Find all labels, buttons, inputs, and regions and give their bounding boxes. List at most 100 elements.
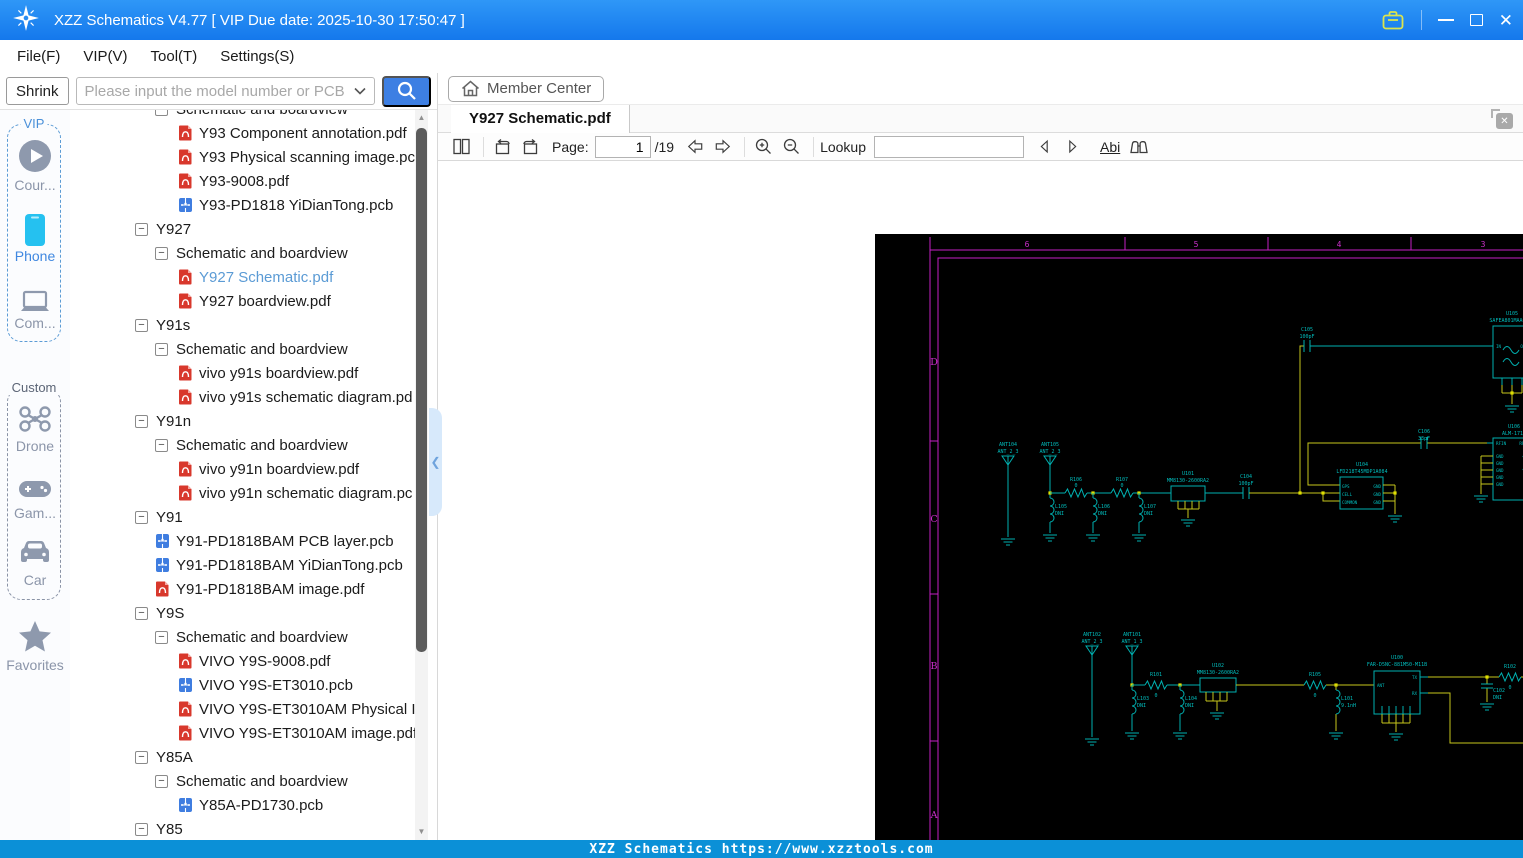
two-page-view-button[interactable] [449,136,474,158]
tree-group[interactable]: −Y91n [70,409,420,433]
collapse-icon[interactable]: − [155,110,168,116]
svg-text:GND: GND [1496,475,1504,480]
collapse-icon[interactable]: − [135,222,148,236]
collapse-icon[interactable]: − [155,774,168,788]
tree-scrollbar[interactable]: ▲ ▼ [415,110,428,840]
tree-group[interactable]: −Y927 [70,217,420,241]
close-button[interactable]: ✕ [1498,10,1513,30]
tree-group[interactable]: −Y85A [70,745,420,769]
collapse-icon[interactable]: − [135,510,148,524]
collapse-icon[interactable]: − [135,414,148,428]
tree-group[interactable]: −Schematic and boardview [70,337,420,361]
favorites-star-icon[interactable] [0,620,70,659]
menu-file[interactable]: File(F) [17,48,61,65]
tree-collapse-handle[interactable]: ❮ [429,408,442,516]
vip-briefcase-icon[interactable] [1381,9,1405,31]
close-tab-button[interactable]: ✕ [1491,109,1513,129]
tree-file-pdf[interactable]: VIVO Y9S-ET3010AM image.pdf [70,721,420,745]
search-button[interactable] [382,75,431,107]
tree-file-pcb[interactable]: Y91-PD1818BAM YiDianTong.pcb [70,553,420,577]
tree-file-pdf[interactable]: Y927 boardview.pdf [70,289,420,313]
lookup-input[interactable] [874,135,1024,158]
computer-icon[interactable] [0,290,70,319]
tree-group[interactable]: −Y91 [70,505,420,529]
member-center-button[interactable]: Member Center [448,75,605,102]
sidebar-item-computer[interactable]: Com... [14,315,56,331]
menu-settings[interactable]: Settings(S) [220,48,295,65]
courses-icon[interactable] [0,138,70,179]
collapse-icon[interactable]: − [135,822,148,836]
sidebar-item-car[interactable]: Car [23,572,47,588]
page-number-input[interactable] [594,135,651,158]
tree-file-pcb[interactable]: Y91-PD1818BAM PCB layer.pcb [70,529,420,553]
rotate-left-button[interactable] [490,136,515,158]
tree-file-pdf[interactable]: vivo y91s boardview.pdf [70,361,420,385]
tree-group[interactable]: −Schematic and boardview [70,769,420,793]
gamepad-icon[interactable] [0,479,70,504]
collapse-icon[interactable]: − [135,606,148,620]
tree-group[interactable]: −Schematic and boardview [70,625,420,649]
sidebar-item-courses[interactable]: Cour... [14,177,56,193]
tree-file-pdf[interactable]: VIVO Y9S-ET3010AM Physical Ic [70,697,420,721]
tree-file-pdf[interactable]: Y927 Schematic.pdf [70,265,420,289]
minimize-button[interactable] [1437,19,1454,21]
schematic-canvas[interactable]: 6 5 4 3 2 1 D C B A D C B A [875,234,1523,858]
tree-group[interactable]: −Schematic and boardview [70,433,420,457]
svg-text:U106: U106 [1508,424,1520,430]
pcb-file-icon [156,558,169,572]
sidebar-item-game[interactable]: Gam... [13,505,56,521]
model-search-input[interactable] [76,82,354,100]
model-search-combo[interactable] [75,77,375,105]
car-icon[interactable] [0,539,70,572]
tree-scrollbar-thumb[interactable] [416,128,427,652]
tree-file-pdf[interactable]: Y93 Component annotation.pdf [70,121,420,145]
find-next-button[interactable] [1060,136,1085,158]
collapse-icon[interactable]: − [135,750,148,764]
collapse-icon[interactable]: − [135,318,148,332]
menu-tool[interactable]: Tool(T) [150,48,198,65]
collapse-icon[interactable]: − [155,342,168,356]
menu-vip[interactable]: VIP(V) [83,48,128,65]
tree-group[interactable]: −Y91s [70,313,420,337]
tab-y927-schematic[interactable]: Y927 Schematic.pdf [451,104,630,133]
chevron-down-icon[interactable] [354,87,366,95]
rotate-right-button[interactable] [518,136,543,158]
tree-group[interactable]: − Schematic and boardview [70,110,420,121]
tree-group[interactable]: −Schematic and boardview [70,241,420,265]
tree-item-label: Schematic and boardview [176,110,348,118]
phone-icon[interactable] [0,213,70,252]
tree-file-pdf[interactable]: vivo y91n boardview.pdf [70,457,420,481]
shrink-button[interactable]: Shrink [6,77,69,105]
zoom-out-button[interactable] [779,136,804,158]
sidebar-item-phone[interactable]: Phone [14,248,56,264]
collapse-icon[interactable]: − [155,246,168,260]
match-case-toggle[interactable]: Abi [1100,138,1121,155]
tree-file-pdf[interactable]: Y93-9008.pdf [70,169,420,193]
lookup-label: Lookup [820,138,866,155]
tree-file-pdf[interactable]: Y93 Physical scanning image.pc [70,145,420,169]
tree-file-pdf[interactable]: vivo y91n schematic diagram.pc [70,481,420,505]
scroll-up-icon[interactable]: ▲ [417,113,426,122]
sidebar-item-drone[interactable]: Drone [15,438,55,454]
tree-file-pcb[interactable]: Y93-PD1818 YiDianTong.pcb [70,193,420,217]
tree-file-pdf[interactable]: vivo y91s schematic diagram.pd [70,385,420,409]
pcb-file-icon [179,198,192,212]
tree-group[interactable]: −Y9S [70,601,420,625]
drone-icon[interactable] [0,404,70,439]
sidebar-item-favorites[interactable]: Favorites [6,657,64,673]
tree-item-label: vivo y91n schematic diagram.pc [199,484,413,502]
binoculars-search-button[interactable] [1126,136,1151,158]
scroll-down-icon[interactable]: ▼ [417,827,426,836]
tree-file-pcb[interactable]: Y85A-PD1730.pcb [70,793,420,817]
tree-file-pdf[interactable]: VIVO Y9S-9008.pdf [70,649,420,673]
tree-file-pcb[interactable]: VIVO Y9S-ET3010.pcb [70,673,420,697]
find-previous-button[interactable] [1032,136,1057,158]
tree-group[interactable]: −Y85 [70,817,420,840]
previous-page-button[interactable] [682,136,707,158]
next-page-button[interactable] [710,136,735,158]
collapse-icon[interactable]: − [155,438,168,452]
maximize-button[interactable] [1469,14,1483,26]
zoom-in-button[interactable] [751,136,776,158]
tree-file-pdf[interactable]: Y91-PD1818BAM image.pdf [70,577,420,601]
collapse-icon[interactable]: − [155,630,168,644]
